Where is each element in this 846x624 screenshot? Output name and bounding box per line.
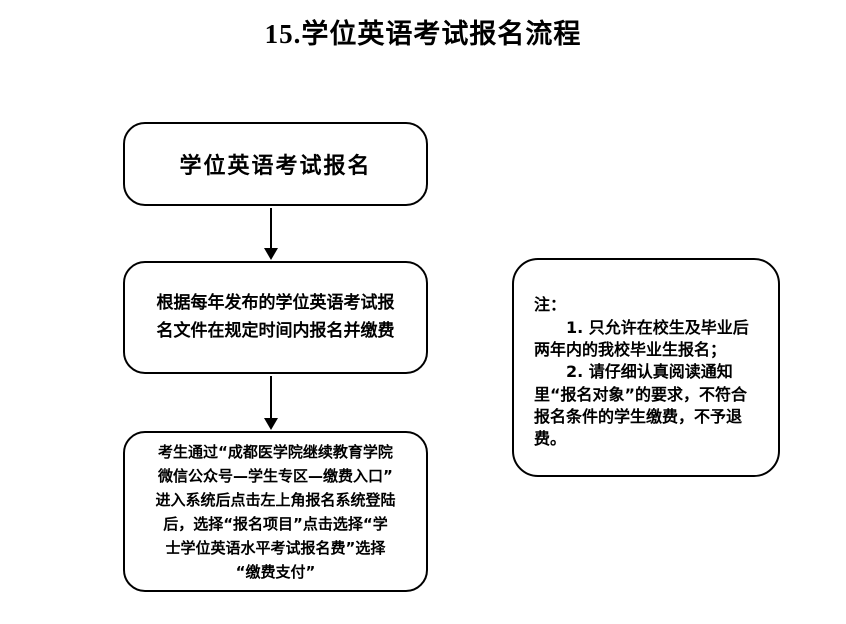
arrow-down-icon [264, 248, 278, 260]
arrow-down-icon [264, 418, 278, 430]
note-box: 注： 1. 只允许在校生及毕业后两年内的我校毕业生报名； 2. 请仔细认真阅读通… [512, 258, 780, 477]
flow-step-start-label: 学位英语考试报名 [179, 154, 372, 179]
note-item-2: 2. 请仔细认真阅读通知里“报名对象”的要求，不符合报名条件的学生缴费，不予退费… [534, 362, 748, 449]
page-title: 15.学位英语考试报名流程 [264, 19, 582, 49]
flow-step-start: 学位英语考试报名 [123, 122, 428, 206]
arrow-line [270, 208, 272, 248]
flow-step-register: 根据每年发布的学位英语考试报 名文件在规定时间内报名并缴费 [123, 261, 428, 374]
flow-arrow-2 [264, 376, 278, 430]
note-label: 注： [534, 295, 567, 315]
flow-step-payment: 考生通过“成都医学院继续教育学院 微信公众号—学生专区—缴费入口” 进入系统后点… [123, 431, 428, 592]
flow-step-payment-label: 考生通过“成都医学院继续教育学院 微信公众号—学生专区—缴费入口” 进入系统后点… [155, 442, 396, 581]
flow-arrow-1 [264, 208, 278, 260]
flow-step-register-label: 根据每年发布的学位英语考试报 名文件在规定时间内报名并缴费 [156, 293, 395, 341]
note-item-1: 1. 只允许在校生及毕业后两年内的我校毕业生报名； [534, 317, 749, 359]
arrow-line [270, 376, 272, 418]
